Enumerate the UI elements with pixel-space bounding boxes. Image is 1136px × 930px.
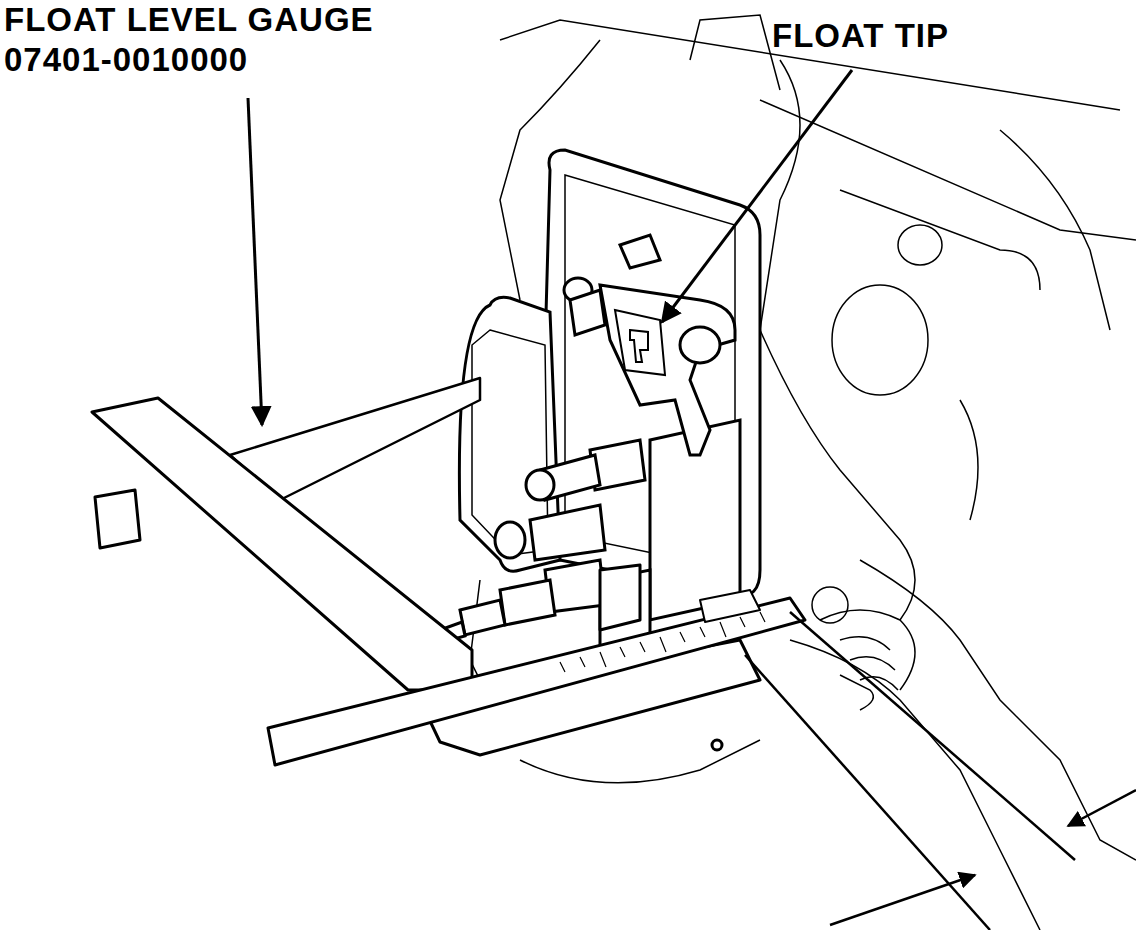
- float-assembly-part: [620, 235, 660, 268]
- float-assembly-part: [630, 330, 648, 362]
- carburetor-body-part: [790, 640, 1040, 930]
- dimension-lines: [745, 612, 1136, 930]
- leader-arrows-part: [248, 98, 262, 425]
- float-level-gauge-part: [600, 565, 640, 630]
- dimension-lines-part: [830, 875, 975, 925]
- float-level-gauge: [92, 378, 805, 765]
- jets: [440, 440, 645, 642]
- float-level-gauge-part-part: [560, 612, 765, 672]
- part-number: 07401-0010000: [4, 42, 248, 78]
- float-chamber: [459, 150, 760, 650]
- carburetor-body-part: [832, 285, 928, 395]
- carburetor-body-part: [960, 400, 978, 520]
- jets-part: [500, 580, 555, 625]
- leader-arrows-part: [662, 70, 852, 322]
- float-level-gauge-part: [92, 398, 472, 690]
- carburetor-body-part: [812, 587, 848, 623]
- float-level-gauge-part: [268, 598, 805, 765]
- float-assembly-part: [615, 310, 665, 375]
- part-label: FLOAT LEVEL GAUGE: [4, 2, 374, 38]
- jets-part: [526, 470, 554, 500]
- float-assembly-part: [570, 290, 605, 335]
- jets-part: [495, 522, 525, 558]
- float-level-gauge-part: [230, 378, 480, 500]
- float-level-gauge-part: [95, 490, 140, 548]
- carburetor-body: [470, 15, 1136, 930]
- carburetor-body-part: [898, 225, 942, 265]
- carburetor-body-part: [520, 740, 760, 783]
- float-level-gauge-part: [712, 740, 722, 750]
- dimension-lines-part: [745, 655, 990, 930]
- float-assembly-part: [680, 327, 720, 363]
- float-level-gauge-part: [700, 590, 760, 622]
- carburetor-body-part: [840, 190, 1040, 290]
- carburetor-body-part: [690, 15, 780, 90]
- jets-part: [460, 600, 505, 635]
- dimension-lines-part: [1068, 790, 1136, 826]
- float-assembly-part: [600, 285, 735, 455]
- dimension-lines-part: [790, 612, 1075, 860]
- carburetor-body-part: [760, 100, 1136, 240]
- float-level-gauge-part: [560, 612, 765, 672]
- carburetor-body-part: [1000, 130, 1110, 330]
- float-assembly: [564, 235, 735, 455]
- leader-arrows: [248, 70, 852, 425]
- jets-part: [530, 505, 605, 560]
- carburetor-body-part: [760, 60, 915, 620]
- part-label: FLOAT TIP: [772, 18, 949, 54]
